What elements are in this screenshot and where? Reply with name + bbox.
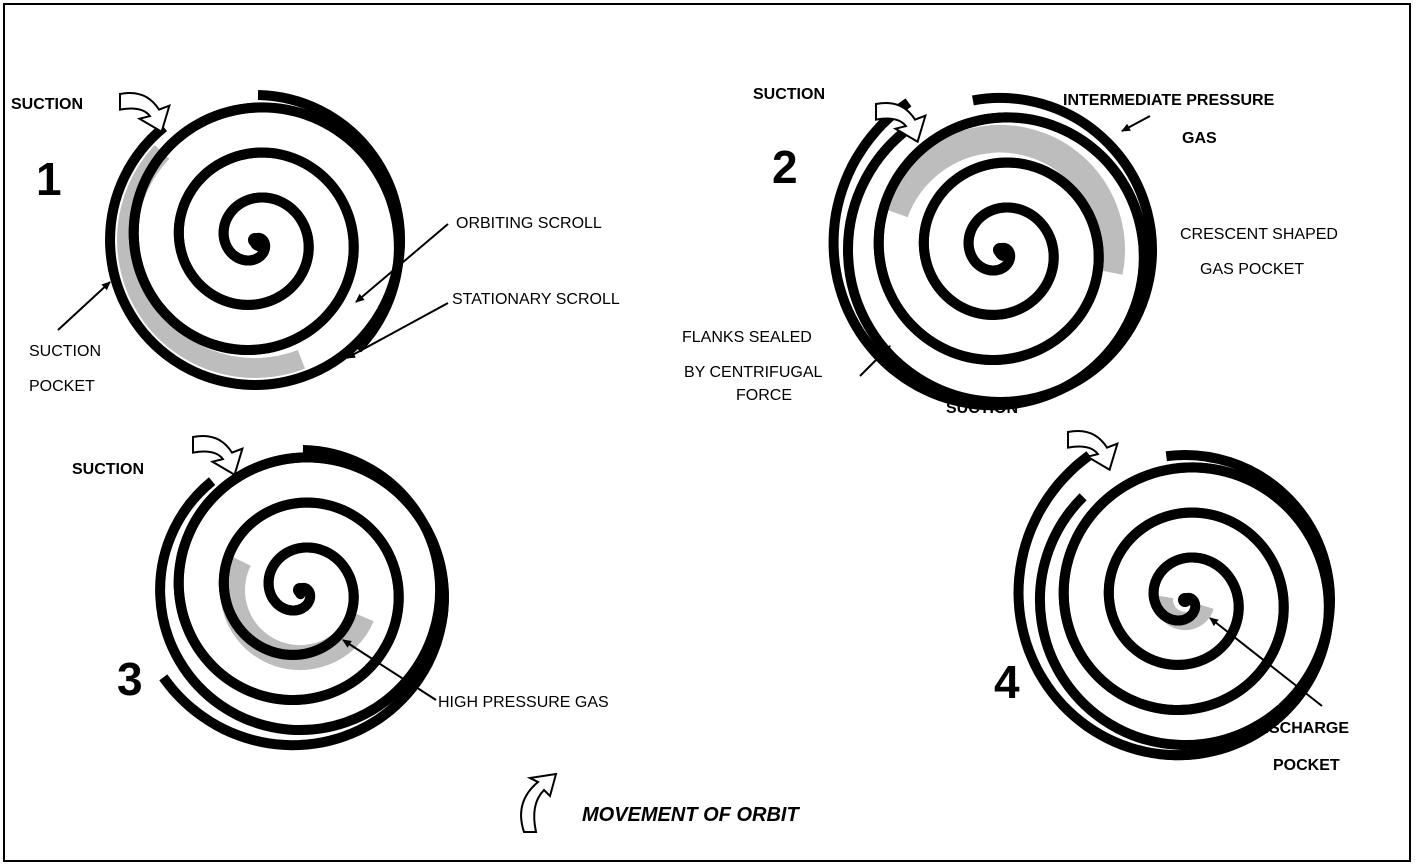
flanks-sealed-label-line1: FLANKS SEALED: [682, 329, 812, 346]
high-pressure-gas-leader-arrow: [342, 639, 437, 701]
stage-number-2: 2: [772, 141, 798, 193]
stage4-scroll-center: [1178, 593, 1192, 607]
suction-pocket-leader-arrow: [57, 281, 111, 331]
stage2-suction-arrow-icon: [875, 102, 927, 144]
stage1-scroll-center: [248, 233, 262, 247]
stage2-gas-pocket: [882, 124, 1126, 275]
stage1-outer-shell: [105, 90, 405, 390]
intermediate-pressure-label-line2: GAS: [1182, 130, 1217, 147]
high-pressure-gas-label: HIGH PRESSURE GAS: [438, 694, 609, 711]
stage4-outer-shell: [1035, 450, 1335, 750]
stage2-outer-shell: [842, 93, 1157, 407]
intermediate-pressure-leader-arrow: [1121, 115, 1151, 132]
stage-number-4: 4: [994, 656, 1020, 708]
stage3-suction-label: SUCTION: [72, 461, 144, 478]
crescent-pocket-label-line1: CRESCENT SHAPED: [1180, 226, 1338, 243]
stationary-scroll-leader-arrow: [346, 302, 449, 359]
stage4-suction-arrow-icon: [1067, 430, 1119, 472]
discharge-pocket-leader-arrow: [1209, 617, 1323, 707]
stage2-scroll-center: [993, 243, 1007, 257]
stage2-scroll-group: [828, 93, 1157, 411]
stage3-scroll-center: [293, 583, 307, 597]
crescent-pocket-label-line2: GAS POCKET: [1200, 261, 1305, 278]
stage1-suction-label: SUCTION: [11, 96, 83, 113]
stage1-scroll-group: [105, 90, 405, 390]
stage1-stationary-scroll-wrap: [128, 102, 404, 355]
orbiting-scroll-leader-arrow: [355, 223, 449, 303]
stage-number-1: 1: [36, 153, 62, 205]
discharge-pocket-label-line1: DISCHARGE: [1253, 720, 1350, 737]
flanks-sealed-label-line2: BY CENTRIFUGAL: [684, 364, 823, 381]
stage2-suction-bottom-label: SUCTION: [946, 400, 1018, 417]
discharge-pocket-label-line2: POCKET: [1273, 757, 1340, 774]
stage-number-3: 3: [117, 653, 143, 705]
stage3-outer-shell: [155, 445, 446, 735]
suction-pocket-label-line2: POCKET: [29, 378, 95, 395]
movement-of-orbit-label: MOVEMENT OF ORBIT: [582, 804, 799, 826]
flanks-sealed-leader-arrow: [859, 345, 891, 377]
stage3-suction-arrow-icon: [192, 435, 244, 477]
stage3-scroll-group: [155, 445, 449, 751]
intermediate-pressure-label-line1: INTERMEDIATE PRESSURE: [1063, 92, 1275, 109]
stage1-suction-arrow-icon: [119, 92, 171, 134]
stage4-scroll-group: [1013, 450, 1335, 761]
suction-pocket-label-line1: SUCTION: [29, 343, 101, 360]
stage2-suction-top-label: SUCTION: [753, 86, 825, 103]
stage1-gas-pocket: [117, 145, 305, 378]
orbiting-scroll-label: ORBITING SCROLL: [456, 215, 602, 232]
stationary-scroll-label: STATIONARY SCROLL: [452, 291, 620, 308]
legend-curved-arrow-icon: [520, 772, 558, 833]
flanks-sealed-label-line3: FORCE: [736, 387, 792, 404]
